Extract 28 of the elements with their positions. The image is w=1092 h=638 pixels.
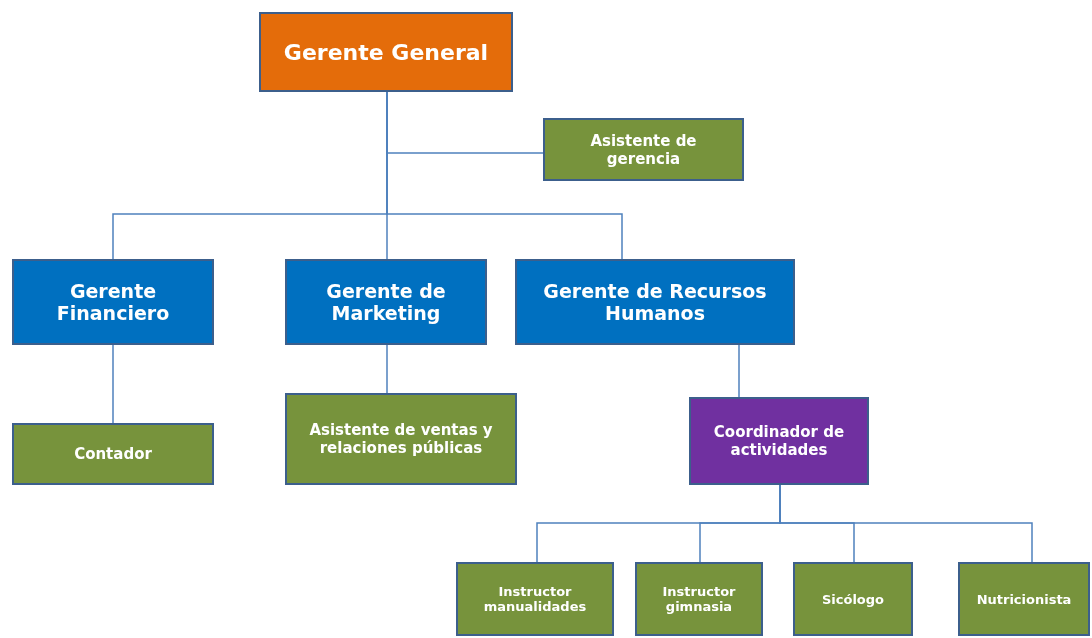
role-title: Gerente General	[283, 39, 489, 65]
role-title: Asistente de gerencia	[589, 131, 698, 168]
role-title: Contador	[74, 445, 152, 463]
org-box	[12, 259, 214, 345]
org-box	[793, 562, 913, 636]
connector-line	[386, 344, 388, 394]
org-box	[285, 393, 517, 485]
role-title: Asistente de ventas y relaciones públicas	[308, 421, 494, 457]
org-box	[285, 259, 487, 345]
connector-line	[112, 344, 114, 424]
org-box	[958, 562, 1090, 636]
org-box	[456, 562, 614, 636]
org-box	[515, 259, 795, 345]
role-title: Gerente de Marketing	[325, 280, 447, 324]
role-title: Nutricionista	[976, 591, 1072, 607]
org-box	[689, 397, 869, 485]
role-title: Coordinador de actividades	[712, 423, 846, 459]
org-box	[543, 118, 744, 181]
role-title: Gerente Financiero	[55, 280, 171, 324]
role-title: Instructor manualidades	[482, 584, 588, 614]
role-title: Instructor gimnasia	[661, 584, 737, 614]
org-box	[259, 12, 513, 92]
role-title: Sicólogo	[821, 591, 885, 607]
connector-line	[779, 484, 1033, 563]
role-title: Gerente de Recursos Humanos	[542, 280, 768, 324]
org-box	[635, 562, 763, 636]
connector-line	[738, 344, 740, 398]
org-box	[12, 423, 214, 485]
